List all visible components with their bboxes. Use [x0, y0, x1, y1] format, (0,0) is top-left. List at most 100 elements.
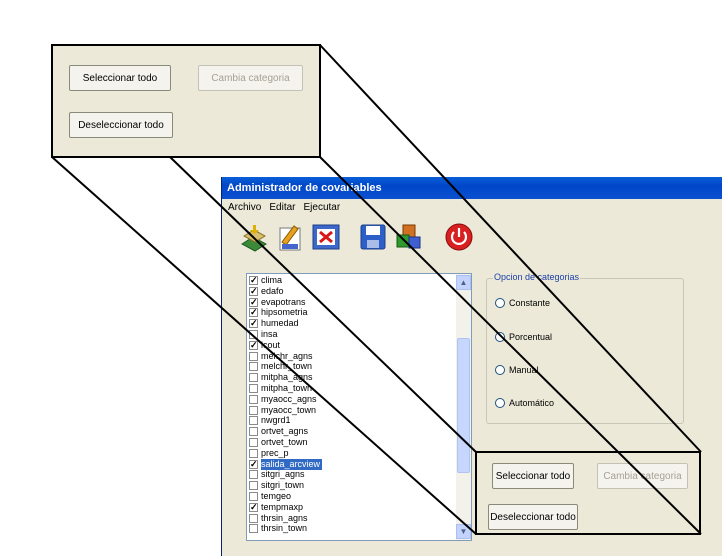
list-item[interactable]: melchr_agns: [249, 351, 453, 362]
list-item-label: nwgrd1: [261, 415, 291, 426]
select-all-button[interactable]: Seleccionar todo: [492, 463, 574, 489]
list-item-label: temgeo: [261, 491, 292, 501]
list-item-checkbox[interactable]: ✓: [249, 296, 258, 307]
change-category-button-zoomed[interactable]: Cambia categoria: [198, 65, 303, 91]
scroll-up-icon[interactable]: ▲: [456, 275, 471, 290]
scroll-down-icon[interactable]: ▼: [456, 524, 471, 539]
list-item-label: thrsin_agns: [261, 512, 308, 523]
list-item-label: myaocc_town: [261, 404, 317, 415]
list-item-label: prec_p: [261, 447, 289, 458]
list-item-checkbox[interactable]: ✓: [249, 318, 258, 329]
list-item-label: lcout: [261, 339, 281, 350]
deselect-all-button[interactable]: Deseleccionar todo: [488, 504, 578, 530]
save-icon[interactable]: [358, 222, 388, 252]
list-item-label: insa: [261, 329, 278, 339]
list-item-checkbox[interactable]: ✓: [249, 285, 258, 296]
list-item[interactable]: ✓edafo: [249, 286, 453, 297]
zoom-callout: Seleccionar todo Cambia categoria Desele…: [51, 44, 321, 158]
list-item-checkbox[interactable]: [249, 470, 258, 480]
list-item[interactable]: thrsin_town: [249, 523, 453, 534]
list-item[interactable]: ✓hipsometria: [249, 307, 453, 318]
list-item-checkbox[interactable]: [249, 492, 258, 501]
list-item-label: edafo: [261, 285, 284, 296]
callout-highlight-box: [475, 451, 701, 535]
radio-circle[interactable]: [495, 398, 505, 408]
power-icon[interactable]: [444, 222, 474, 252]
menu-bar: Archivo Editar Ejecutar: [222, 199, 722, 215]
list-item-checkbox[interactable]: ✓: [249, 339, 258, 350]
list-item[interactable]: ✓evapotrans: [249, 297, 453, 308]
list-item-checkbox[interactable]: [249, 330, 258, 339]
list-item-checkbox[interactable]: [249, 362, 258, 372]
radio-circle[interactable]: [495, 365, 505, 375]
list-item-checkbox[interactable]: [249, 427, 258, 437]
list-item-checkbox[interactable]: [249, 394, 258, 404]
list-item[interactable]: myaocc_town: [249, 405, 453, 416]
deselect-all-button-zoomed[interactable]: Deseleccionar todo: [69, 112, 173, 138]
list-item[interactable]: nwgrd1: [249, 415, 453, 426]
list-item-checkbox[interactable]: [249, 351, 258, 361]
list-item-label: sitgri_agns: [261, 469, 305, 480]
list-item-checkbox[interactable]: [249, 524, 258, 534]
edit-ascii-icon[interactable]: [274, 222, 304, 252]
radio-circle[interactable]: [495, 332, 505, 342]
menu-archivo[interactable]: Archivo: [228, 201, 262, 213]
list-item-label: thrsin_town: [261, 523, 308, 534]
radio-automatico[interactable]: Automático: [495, 398, 554, 408]
list-item-label: evapotrans: [261, 296, 306, 307]
list-item[interactable]: ✓lcout: [249, 340, 453, 351]
window-title: Administrador de covariables: [227, 182, 382, 194]
radio-circle[interactable]: [495, 298, 505, 308]
radio-label: Porcentual: [509, 332, 553, 342]
list-item-checkbox[interactable]: ✓: [249, 307, 258, 318]
list-item-checkbox[interactable]: [249, 373, 258, 383]
list-item-label: myaocc_agns: [261, 393, 317, 404]
list-item-checkbox[interactable]: [249, 448, 258, 458]
list-item-checkbox[interactable]: [249, 405, 258, 415]
delete-icon[interactable]: [311, 222, 341, 252]
menu-editar[interactable]: Editar: [269, 201, 296, 213]
radio-manual[interactable]: Manual: [495, 365, 539, 375]
list-item-label: ortvet_town: [261, 437, 308, 447]
list-item-label: clima: [261, 275, 283, 285]
list-item[interactable]: temgeo: [249, 491, 453, 502]
list-item-checkbox[interactable]: [249, 416, 258, 426]
list-item-checkbox[interactable]: ✓: [249, 275, 258, 285]
list-item-label: mitpha_agns: [261, 372, 313, 383]
list-item-label: salida_arcview: [261, 458, 323, 470]
list-item-checkbox[interactable]: ✓: [249, 501, 258, 512]
radio-porcentual[interactable]: Porcentual: [495, 332, 552, 342]
list-item-label: hipsometria: [261, 307, 308, 318]
list-item[interactable]: ✓salida_arcview: [249, 458, 453, 470]
radio-label: Manual: [509, 365, 539, 375]
list-item-label: sitgri_town: [261, 480, 305, 491]
scrollbar-thumb[interactable]: [457, 338, 470, 473]
list-item[interactable]: ortvet_town: [249, 437, 453, 448]
list-item[interactable]: prec_p: [249, 448, 453, 459]
list-item-checkbox[interactable]: [249, 481, 258, 491]
list-item[interactable]: ✓humedad: [249, 318, 453, 329]
list-scrollbar[interactable]: ▲ ▼: [456, 274, 471, 540]
list-item[interactable]: mitpha_agns: [249, 372, 453, 383]
list-item[interactable]: myaocc_agns: [249, 394, 453, 405]
list-item-label: ortvet_agns: [261, 426, 309, 437]
list-item-checkbox[interactable]: [249, 513, 258, 523]
list-item-label: melchr_agns: [261, 350, 313, 361]
list-item-checkbox[interactable]: [249, 384, 258, 393]
list-item[interactable]: sitgri_agns: [249, 469, 453, 480]
list-item-checkbox[interactable]: [249, 438, 258, 447]
run-model-icon[interactable]: [393, 222, 423, 252]
select-all-button-zoomed[interactable]: Seleccionar todo: [69, 65, 171, 91]
list-item-label: humedad: [261, 318, 299, 329]
list-item[interactable]: ortvet_agns: [249, 426, 453, 437]
list-item[interactable]: thrsin_agns: [249, 513, 453, 524]
menu-ejecutar[interactable]: Ejecutar: [303, 201, 341, 213]
list-item[interactable]: mitpha_town: [249, 383, 453, 394]
list-item[interactable]: sitgri_town: [249, 480, 453, 491]
radio-constante[interactable]: Constante: [495, 298, 550, 308]
list-item[interactable]: insa: [249, 329, 453, 340]
list-item[interactable]: ✓tempmaxp: [249, 502, 453, 513]
list-item-checkbox[interactable]: ✓: [249, 458, 258, 469]
list-item[interactable]: ✓clima: [249, 275, 453, 286]
